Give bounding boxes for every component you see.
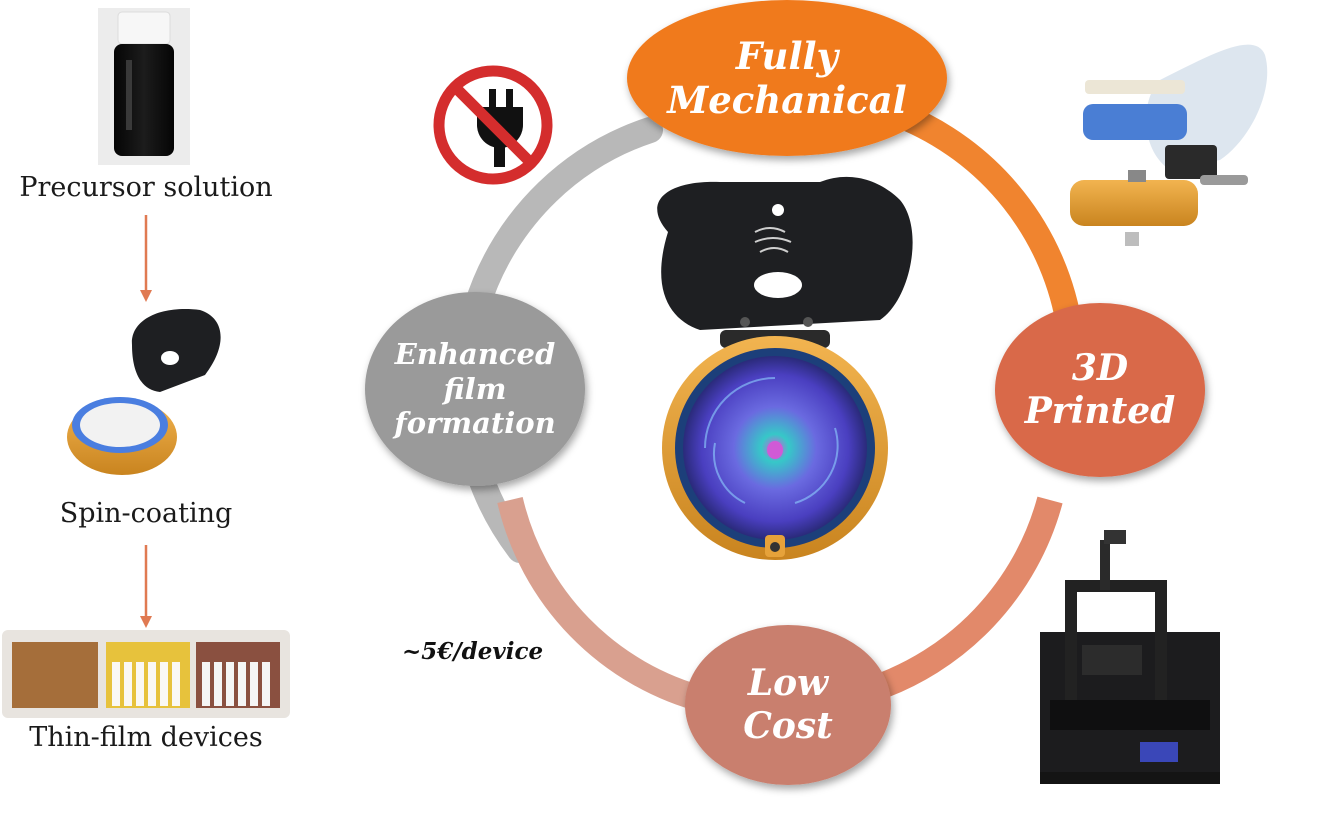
thin-film-devices-label: Thin-film devices xyxy=(29,722,263,753)
3d-printed-bubble xyxy=(995,303,1205,477)
enhanced-film-line3: formation xyxy=(394,406,556,441)
exploded-parts-image xyxy=(1070,44,1268,246)
3d-printed-line2: Printed xyxy=(1024,390,1176,432)
spin-coating-label: Spin-coating xyxy=(59,498,233,529)
no-power-plug-icon xyxy=(433,65,553,185)
fully-mechanical-line2: Mechanical xyxy=(667,78,907,122)
low-cost-line1: Low xyxy=(747,661,829,704)
3d-printer-image xyxy=(1040,530,1220,784)
fully-mechanical-bubble xyxy=(627,0,947,156)
spin-coater-device-image xyxy=(657,176,913,560)
process-arrow-2 xyxy=(140,545,152,628)
enhanced-film-bubble xyxy=(365,292,585,486)
fully-mechanical-line1: Fully xyxy=(735,33,839,78)
cost-per-device-note: ~5€/device xyxy=(402,638,544,665)
thin-film-devices-image xyxy=(2,630,290,718)
3d-printed-line1: 3D xyxy=(1071,346,1129,389)
precursor-solution-label: Precursor solution xyxy=(19,172,273,203)
low-cost-bubble xyxy=(685,625,891,785)
low-cost-line2: Cost xyxy=(743,705,833,747)
enhanced-film-line1: Enhanced xyxy=(394,336,556,371)
enhanced-film-line2: film xyxy=(443,371,507,406)
spin-coater-small-image xyxy=(67,309,221,475)
precursor-vial-image xyxy=(98,8,190,165)
process-arrow-1 xyxy=(140,215,152,302)
